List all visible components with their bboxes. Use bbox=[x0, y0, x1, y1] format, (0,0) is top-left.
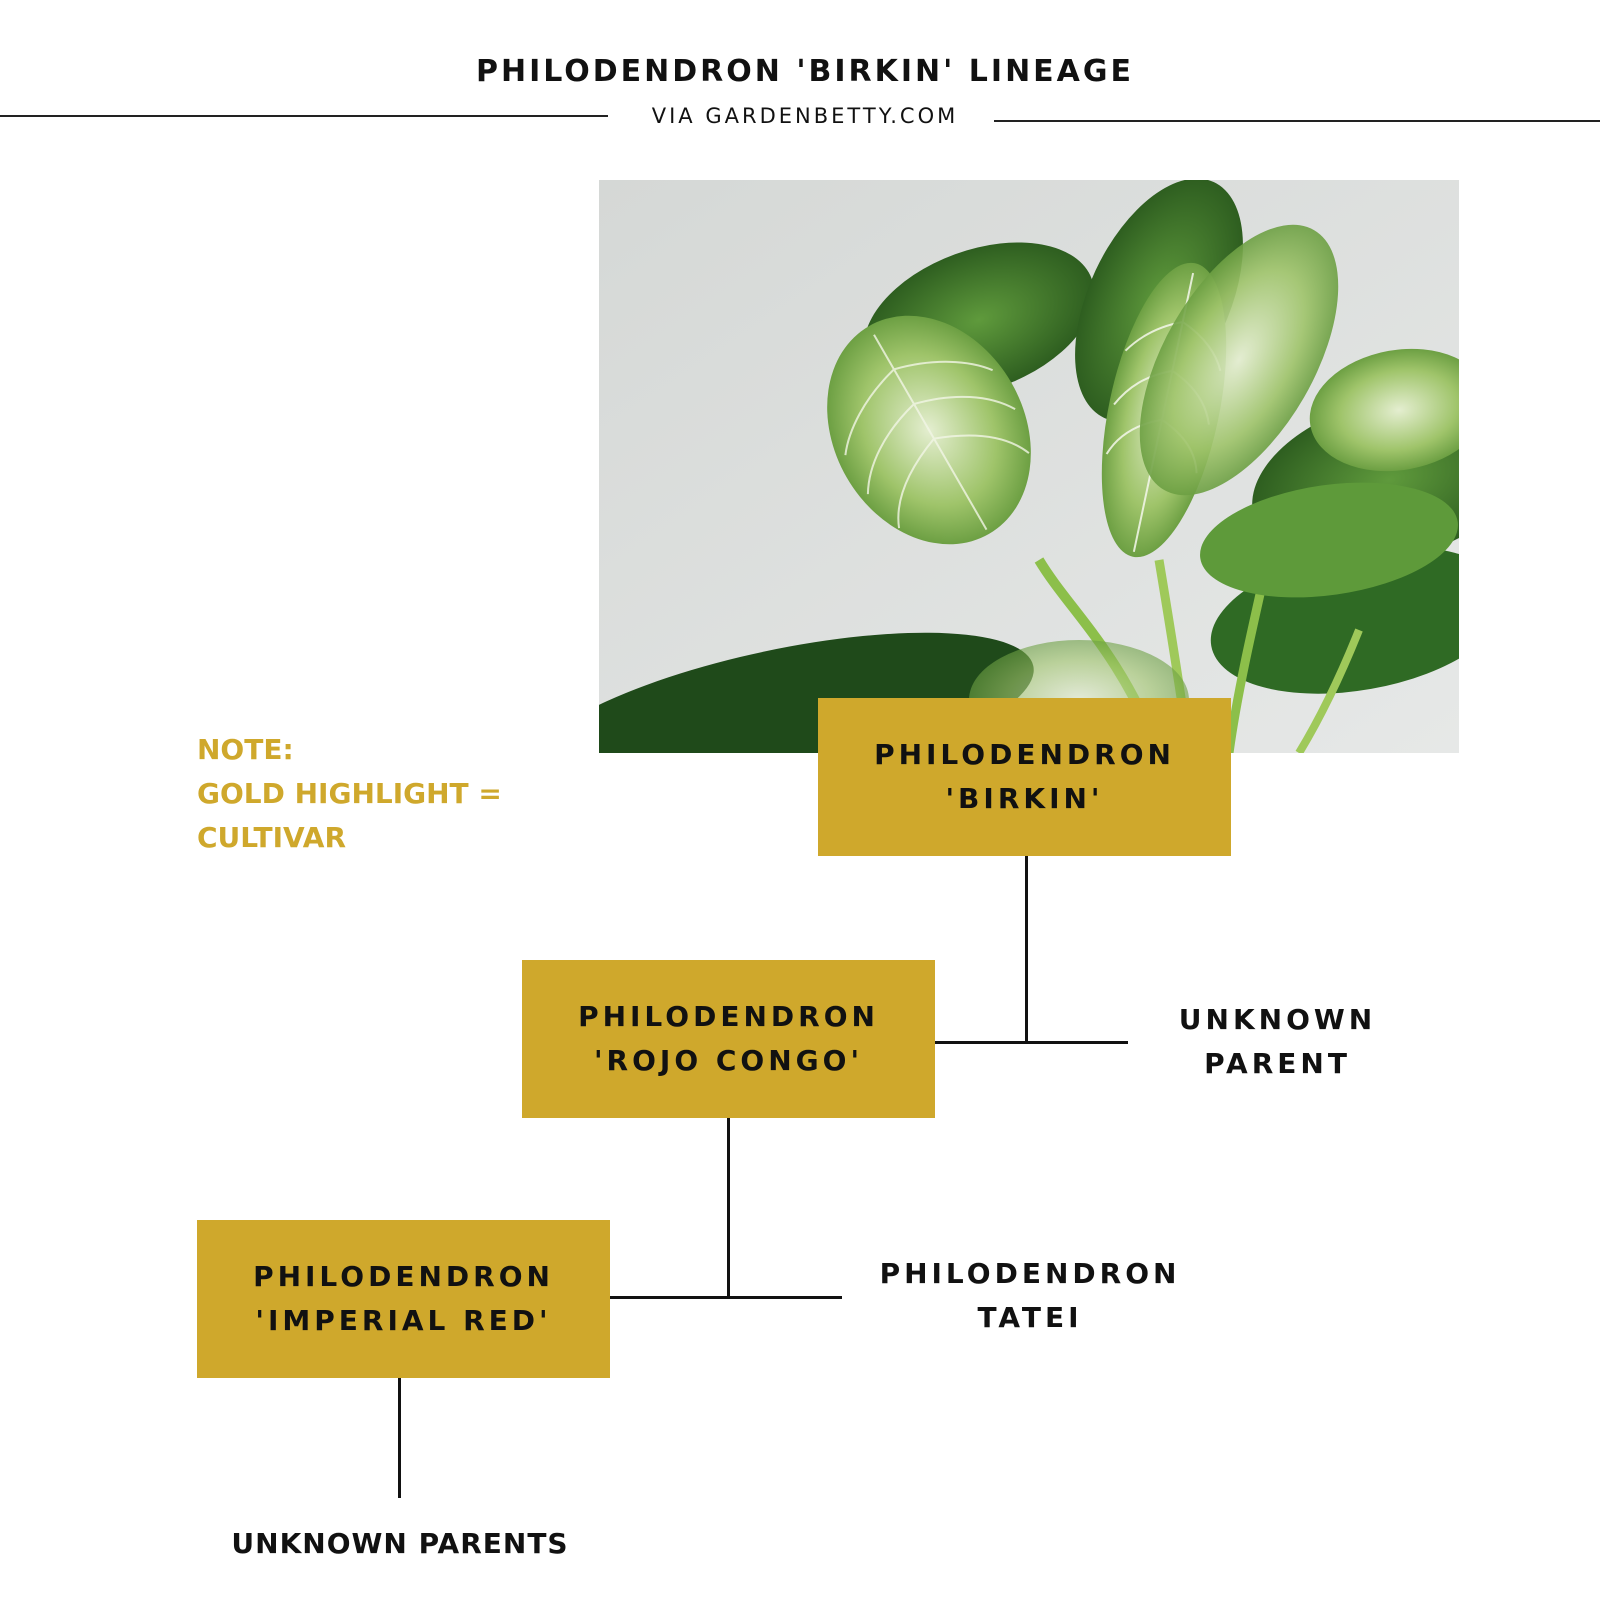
node-imperial-red: PHILODENDRON 'IMPERIAL RED' bbox=[197, 1220, 610, 1378]
page-title: PHILODENDRON 'BIRKIN' LINEAGE bbox=[475, 54, 1135, 89]
connector-imperial-down bbox=[398, 1378, 401, 1498]
node-label: UNKNOWN bbox=[1178, 1003, 1377, 1036]
note-line: CULTIVAR bbox=[197, 821, 347, 854]
node-label: 'BIRKIN' bbox=[945, 782, 1104, 815]
connector-birkin-down bbox=[1025, 856, 1028, 1043]
node-unknown-parent: UNKNOWN PARENT bbox=[1165, 998, 1390, 1086]
node-label: PHILODENDRON bbox=[253, 1260, 554, 1293]
node-label: 'IMPERIAL RED' bbox=[255, 1304, 552, 1337]
node-unknown-parents: UNKNOWN PARENTS bbox=[231, 1527, 569, 1560]
node-label: 'ROJO CONGO' bbox=[593, 1044, 864, 1077]
legend-note: NOTE: GOLD HIGHLIGHT = CULTIVAR bbox=[197, 728, 502, 860]
connector-birkin-parents bbox=[935, 1041, 1128, 1044]
divider-right bbox=[994, 120, 1600, 122]
node-label: PHILODENDRON bbox=[874, 738, 1175, 771]
node-label: PARENT bbox=[1204, 1047, 1351, 1080]
source-credit: VIA GARDENBETTY.COM bbox=[651, 104, 959, 128]
connector-rojo-parents bbox=[610, 1296, 842, 1299]
note-line: GOLD HIGHLIGHT = bbox=[197, 777, 502, 810]
node-birkin: PHILODENDRON 'BIRKIN' bbox=[818, 698, 1231, 856]
birkin-plant-photo bbox=[599, 180, 1459, 753]
divider-left bbox=[0, 115, 608, 117]
node-label: PHILODENDRON bbox=[879, 1257, 1181, 1290]
connector-rojo-down bbox=[727, 1118, 730, 1297]
node-tatei: PHILODENDRON TATEI bbox=[870, 1252, 1190, 1340]
note-heading: NOTE: bbox=[197, 733, 294, 766]
node-rojo-congo: PHILODENDRON 'ROJO CONGO' bbox=[522, 960, 935, 1118]
node-label: TATEI bbox=[977, 1301, 1083, 1334]
node-label: PHILODENDRON bbox=[578, 1000, 879, 1033]
